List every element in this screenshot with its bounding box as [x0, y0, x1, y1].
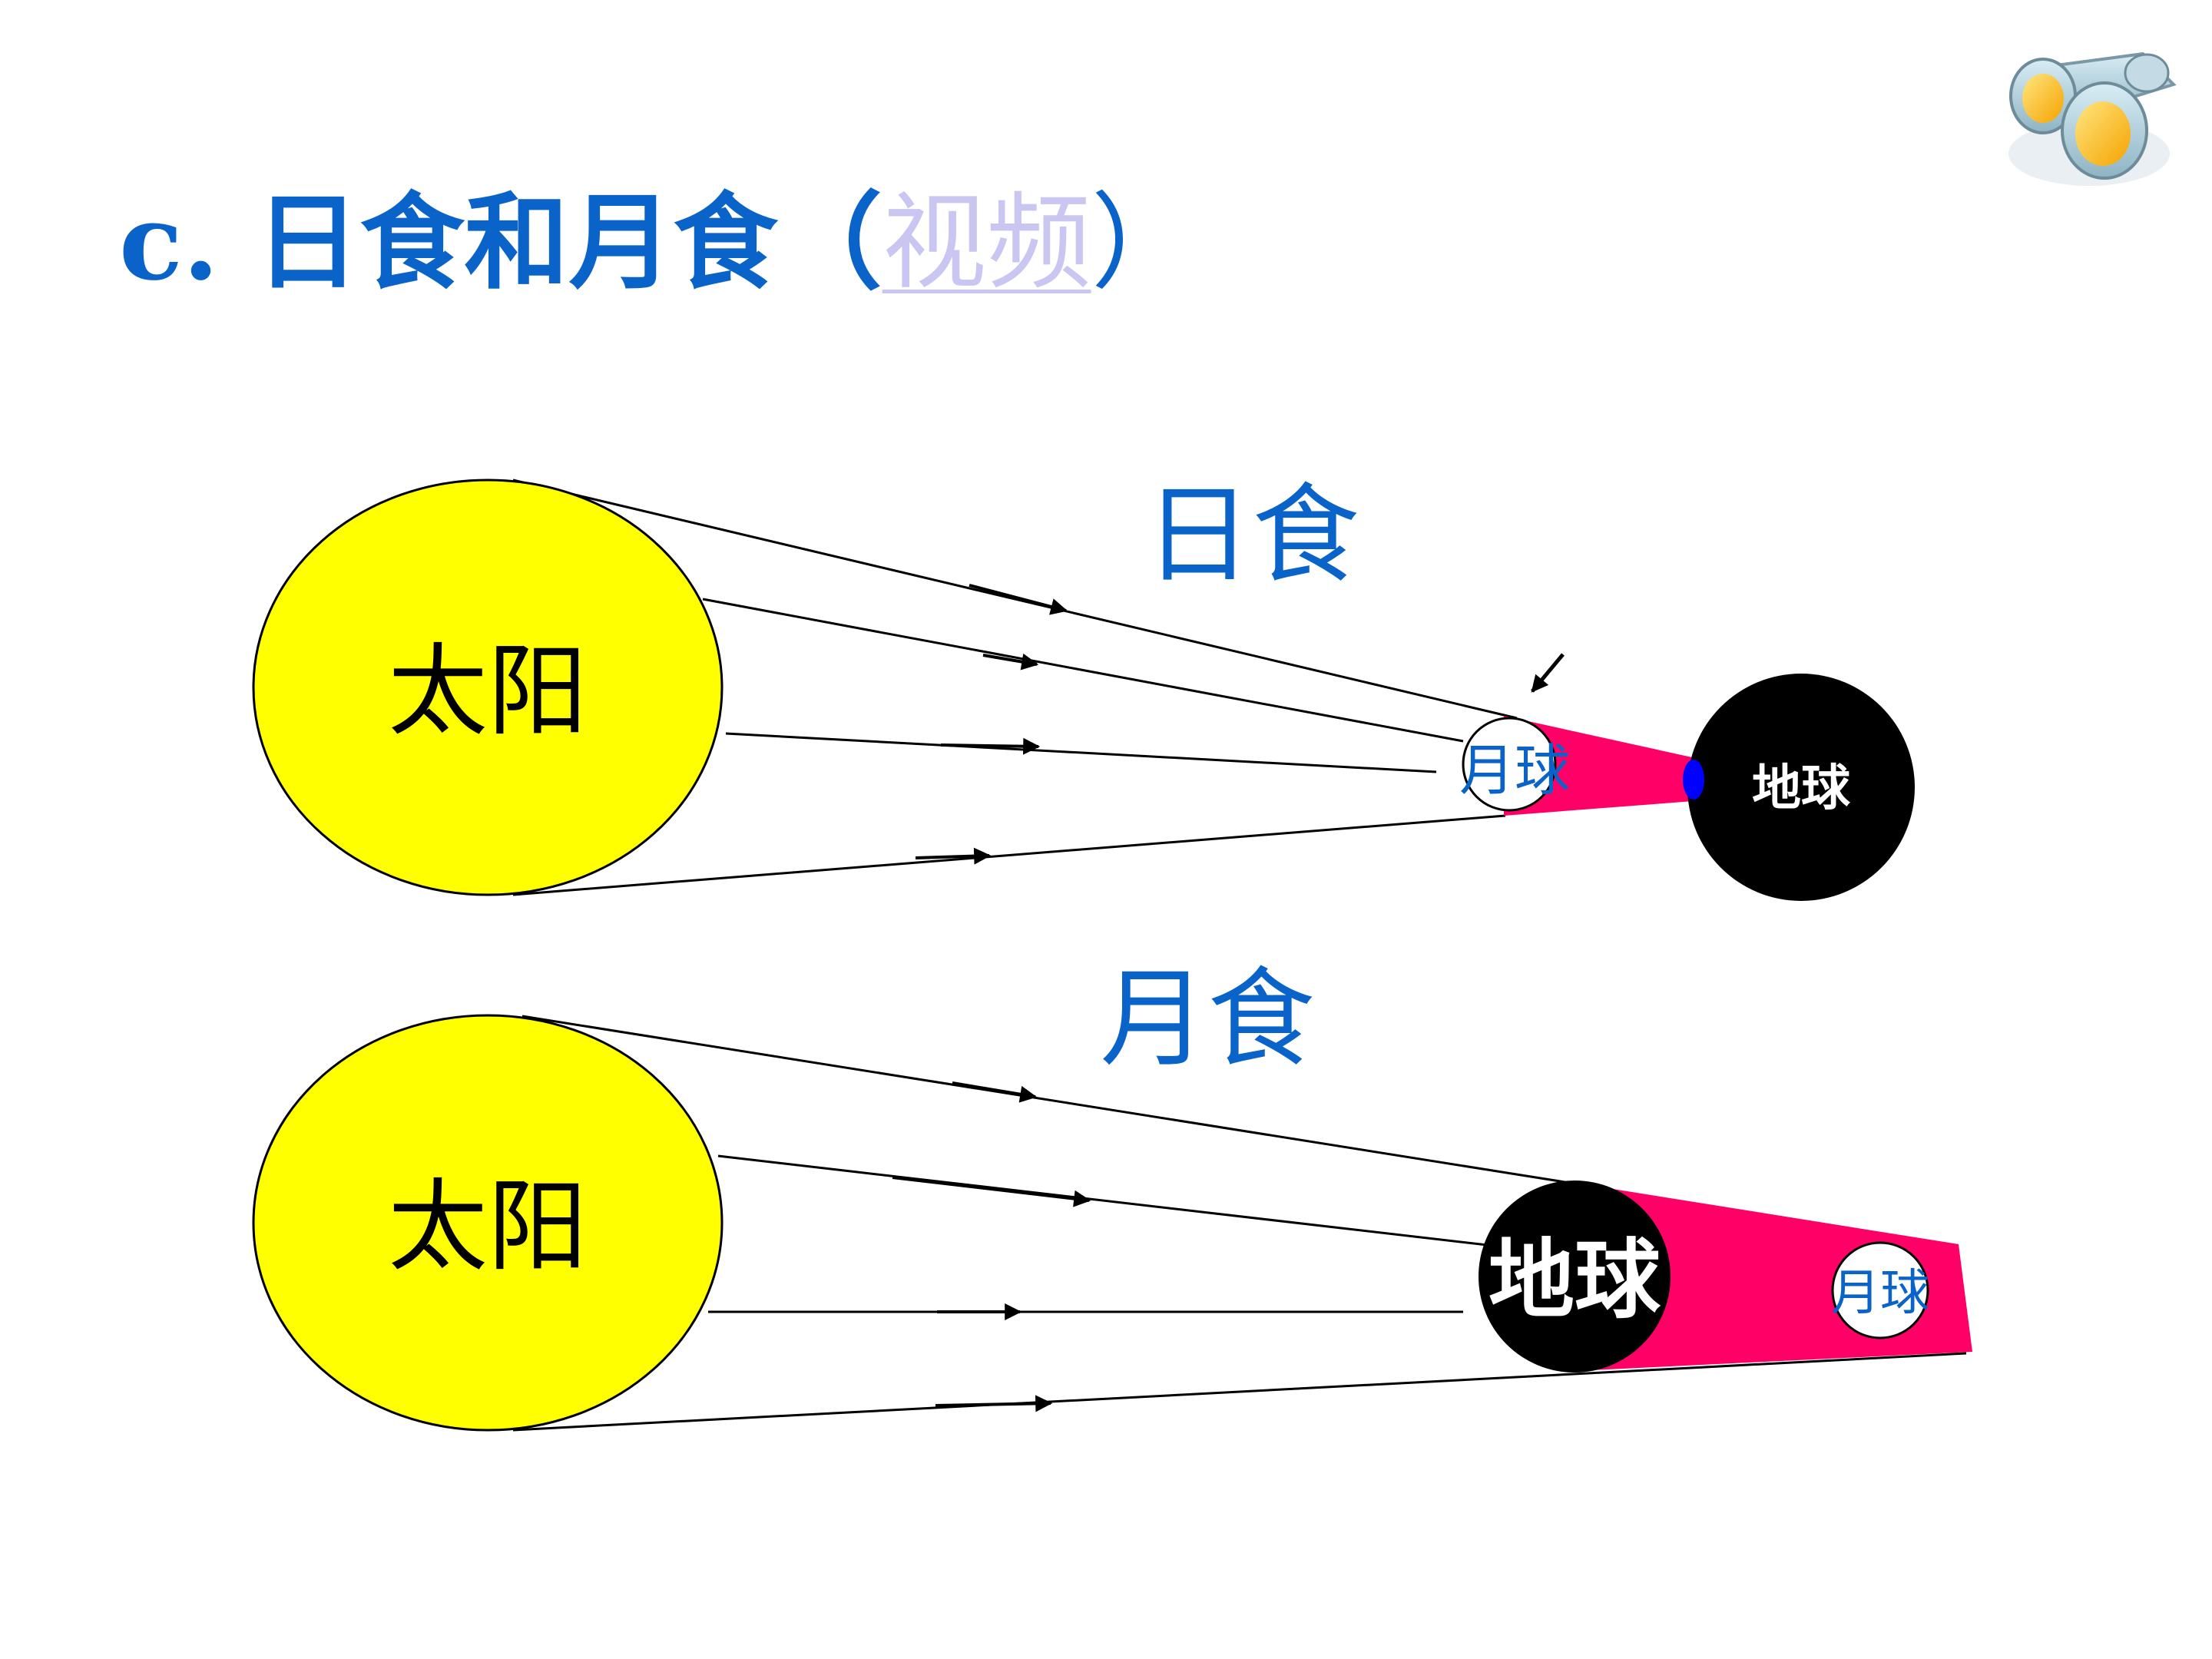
- ray-line: [522, 1015, 1594, 1188]
- sun-label: 太阳: [388, 1168, 588, 1285]
- ray-line: [717, 1154, 1495, 1247]
- ray-arrow: [982, 653, 1039, 671]
- sun: [252, 1014, 724, 1432]
- earth-label: 地球: [1752, 760, 1851, 817]
- ray-arrow: [915, 847, 992, 865]
- ray-arrow: [969, 584, 1068, 615]
- shadow-spot: [1683, 760, 1704, 800]
- ray-arrow: [952, 1081, 1038, 1103]
- slide-title: c. 日食和月食（视频）: [119, 180, 1196, 306]
- ray-arrow: [935, 1395, 1053, 1412]
- earth: [1479, 1181, 1671, 1373]
- moon-shadow-cone: [1504, 716, 1699, 816]
- title-suffix: ）: [1091, 183, 1196, 304]
- earth: [1687, 674, 1915, 901]
- moon-label: 月球: [1831, 1265, 1929, 1322]
- solar-eclipse-diagram: 日食 太阳 月球 地球: [252, 473, 1915, 901]
- moon-label: 月球: [1459, 738, 1570, 803]
- ray-line: [512, 1352, 1967, 1432]
- ray-line: [702, 598, 1464, 743]
- moon: [1462, 717, 1557, 812]
- earth-label: 地球: [1488, 1230, 1661, 1330]
- binoculars-icon: [2008, 51, 2177, 186]
- ray-arrow: [892, 1176, 1091, 1207]
- ray-line: [512, 478, 1518, 720]
- sun: [252, 478, 724, 896]
- video-link[interactable]: 视频: [882, 183, 1091, 304]
- ray-line: [725, 732, 1437, 773]
- moon: [1831, 1241, 1929, 1339]
- lunar-eclipse-heading: 月食: [1100, 957, 1315, 1082]
- lunar-eclipse-diagram: 月食 太阳 地球 月球: [252, 957, 1972, 1432]
- pointer-arrow: [1531, 653, 1565, 693]
- sun-label: 太阳: [388, 633, 588, 750]
- ray-arrow: [940, 737, 1041, 755]
- solar-eclipse-heading: 日食: [1144, 473, 1359, 598]
- ray-line: [512, 814, 1506, 896]
- title-prefix: c. 日食和月食（: [119, 181, 882, 304]
